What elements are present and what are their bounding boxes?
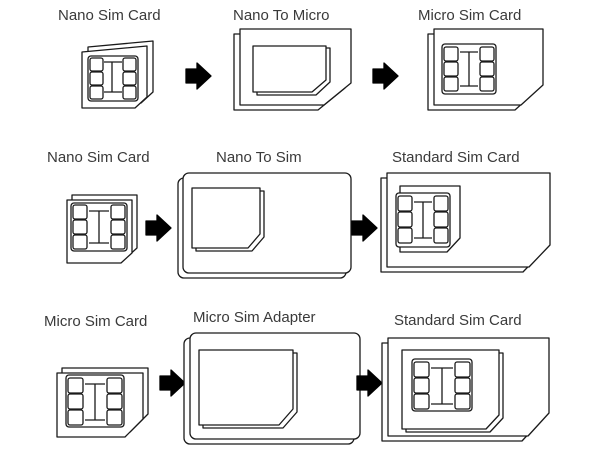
label-micro-sim-card-2: Micro Sim Card (44, 313, 148, 330)
standard-sim-card-row2 (380, 172, 551, 273)
micro-sim-card-row3 (56, 367, 149, 438)
micro-sim-card-row1 (427, 28, 544, 111)
chip-contacts-icon (70, 202, 128, 252)
label-micro-sim-adapter: Micro Sim Adapter (193, 309, 316, 326)
arrow-right-icon (185, 62, 212, 90)
chip-contacts-icon (411, 358, 473, 412)
micro-sim-adapter (183, 332, 361, 445)
arrow-right-icon (145, 214, 172, 242)
chip-contacts-icon (87, 55, 139, 102)
arrow-right-icon (159, 369, 186, 397)
arrow-right-icon (372, 62, 399, 90)
label-nano-to-micro: Nano To Micro (233, 7, 330, 24)
nano-to-micro-adapter (233, 28, 352, 111)
label-standard-sim-card-1: Standard Sim Card (392, 149, 520, 166)
standard-sim-card-row3 (381, 337, 550, 442)
label-standard-sim-card-2: Standard Sim Card (394, 312, 522, 329)
chip-contacts-icon (65, 374, 125, 428)
chip-contacts-icon (395, 192, 451, 248)
nano-sim-card-row2 (66, 194, 138, 264)
arrow-right-icon (356, 369, 383, 397)
label-micro-sim-card-1: Micro Sim Card (418, 7, 522, 24)
arrow-right-icon (351, 214, 378, 242)
label-nano-to-sim: Nano To Sim (216, 149, 302, 166)
nano-sim-card-row1 (81, 40, 154, 109)
label-nano-sim-card-2: Nano Sim Card (47, 149, 150, 166)
label-nano-sim-card-1: Nano Sim Card (58, 7, 161, 24)
nano-to-sim-adapter (177, 172, 352, 279)
chip-contacts-icon (441, 43, 497, 95)
